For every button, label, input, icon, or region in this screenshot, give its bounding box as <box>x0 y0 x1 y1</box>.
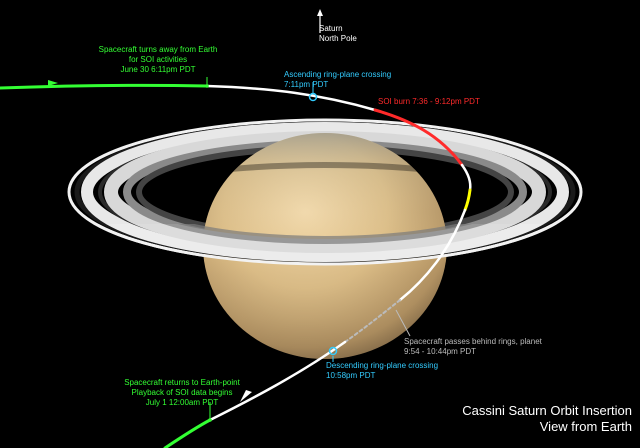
returns-line3: July 1 12:00am PDT <box>145 398 219 407</box>
trajectory-soi-burn <box>373 108 464 167</box>
descending-line2: 10:58pm PDT <box>326 371 376 380</box>
soi-burn-label: SOI burn 7:36 - 9:12pm PDT <box>378 97 480 107</box>
title-line2: View from Earth <box>539 419 632 434</box>
returns-label: Spacecraft returns to Earth-point Playba… <box>114 378 250 408</box>
ascending-crossing-marker <box>308 92 318 102</box>
direction-arrows <box>48 80 252 402</box>
arrow-icon <box>48 80 58 86</box>
behind-line1: Spacecraft passes behind rings, planet <box>404 337 542 346</box>
soi-burn-text: SOI burn 7:36 - 9:12pm PDT <box>378 97 480 106</box>
north-pole-line2: North Pole <box>319 34 357 43</box>
trajectory-white-upper <box>205 84 377 112</box>
returns-line1: Spacecraft returns to Earth-point <box>124 378 240 387</box>
trajectory-yellow <box>463 188 472 212</box>
descending-line1: Descending ring-plane crossing <box>326 361 439 370</box>
descending-crossing-marker <box>328 346 338 356</box>
turn-away-line1: Spacecraft turns away from Earth <box>98 45 218 54</box>
trajectory-white-mid <box>460 163 472 192</box>
ascending-line2: 7:11pm PDT <box>284 80 329 89</box>
trajectory-hidden <box>344 299 401 343</box>
north-pole-line1: Saturn <box>319 24 343 33</box>
arrow-up-icon <box>317 9 323 16</box>
descending-crossing-label: Descending ring-plane crossing 10:58pm P… <box>326 361 438 381</box>
leader-lines <box>206 77 411 420</box>
turn-away-label: Spacecraft turns away from Earth for SOI… <box>88 45 228 75</box>
saturn-rings-front <box>92 224 558 266</box>
arrow-icon <box>240 390 252 402</box>
ascending-crossing-label: Ascending ring-plane crossing 7:11pm PDT <box>284 70 391 90</box>
ascending-line1: Ascending ring-plane crossing <box>284 70 392 79</box>
north-pole-arrow <box>317 9 323 33</box>
turn-away-line3: June 30 6:11pm PDT <box>120 65 196 74</box>
title-line1: Cassini Saturn Orbit Insertion <box>462 403 632 418</box>
turn-away-line2: for SOI activities <box>128 55 188 64</box>
north-pole-label: Saturn North Pole <box>319 24 357 44</box>
trajectory-white-descending <box>398 208 467 302</box>
diagram-title: Cassini Saturn Orbit Insertion View from… <box>462 403 632 435</box>
returns-line2: Playback of SOI data begins <box>131 388 233 397</box>
behind-rings-label: Spacecraft passes behind rings, planet 9… <box>404 337 542 357</box>
trajectory-green-end <box>163 418 212 448</box>
trajectory-green-start <box>0 83 209 90</box>
behind-line2: 9:54 - 10:44pm PDT <box>404 347 477 356</box>
